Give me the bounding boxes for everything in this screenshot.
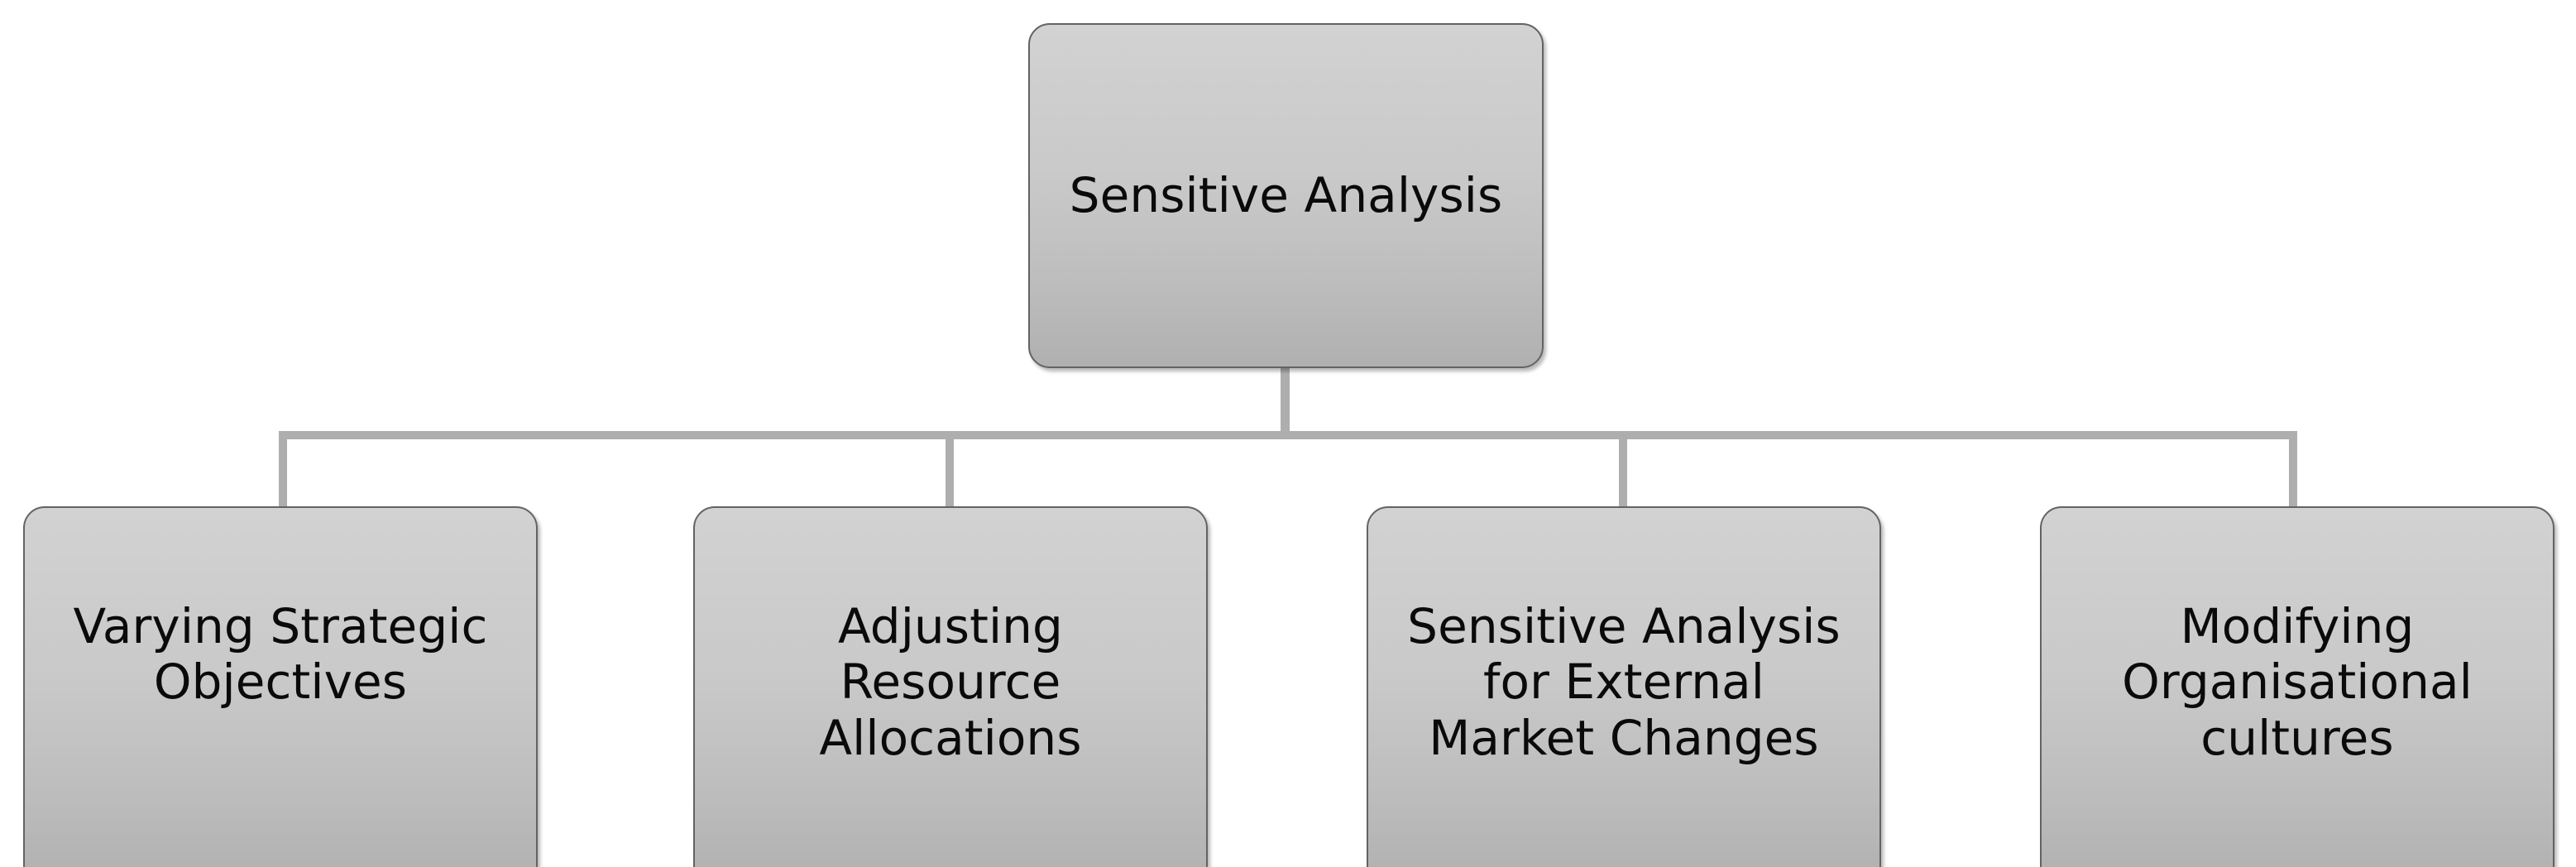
node-child-2-label: Adjusting Resource Allocations bbox=[819, 598, 1082, 766]
node-child-adjusting-resource-allocations[interactable]: Adjusting Resource Allocations bbox=[693, 506, 1208, 867]
node-child-4-label: Modifying Organisational cultures bbox=[2122, 598, 2473, 766]
connector-trunk-vertical bbox=[1281, 366, 1290, 438]
connector-bus-horizontal bbox=[279, 431, 2297, 439]
node-root-sensitive-analysis[interactable]: Sensitive Analysis bbox=[1028, 23, 1544, 368]
node-child-varying-strategic-objectives[interactable]: Varying Strategic Objectives bbox=[23, 506, 538, 867]
connector-branch-3 bbox=[1619, 431, 1627, 509]
connector-branch-2 bbox=[946, 431, 954, 509]
node-root-label: Sensitive Analysis bbox=[1069, 166, 1503, 223]
node-child-3-label: Sensitive Analysis for External Market C… bbox=[1407, 598, 1841, 766]
node-child-modifying-organisational-cultures[interactable]: Modifying Organisational cultures bbox=[2040, 506, 2554, 867]
node-child-1-label: Varying Strategic Objectives bbox=[73, 598, 488, 711]
connector-branch-4 bbox=[2289, 431, 2297, 509]
connector-branch-1 bbox=[279, 431, 287, 509]
node-child-sensitive-analysis-external-market-changes[interactable]: Sensitive Analysis for External Market C… bbox=[1367, 506, 1881, 867]
